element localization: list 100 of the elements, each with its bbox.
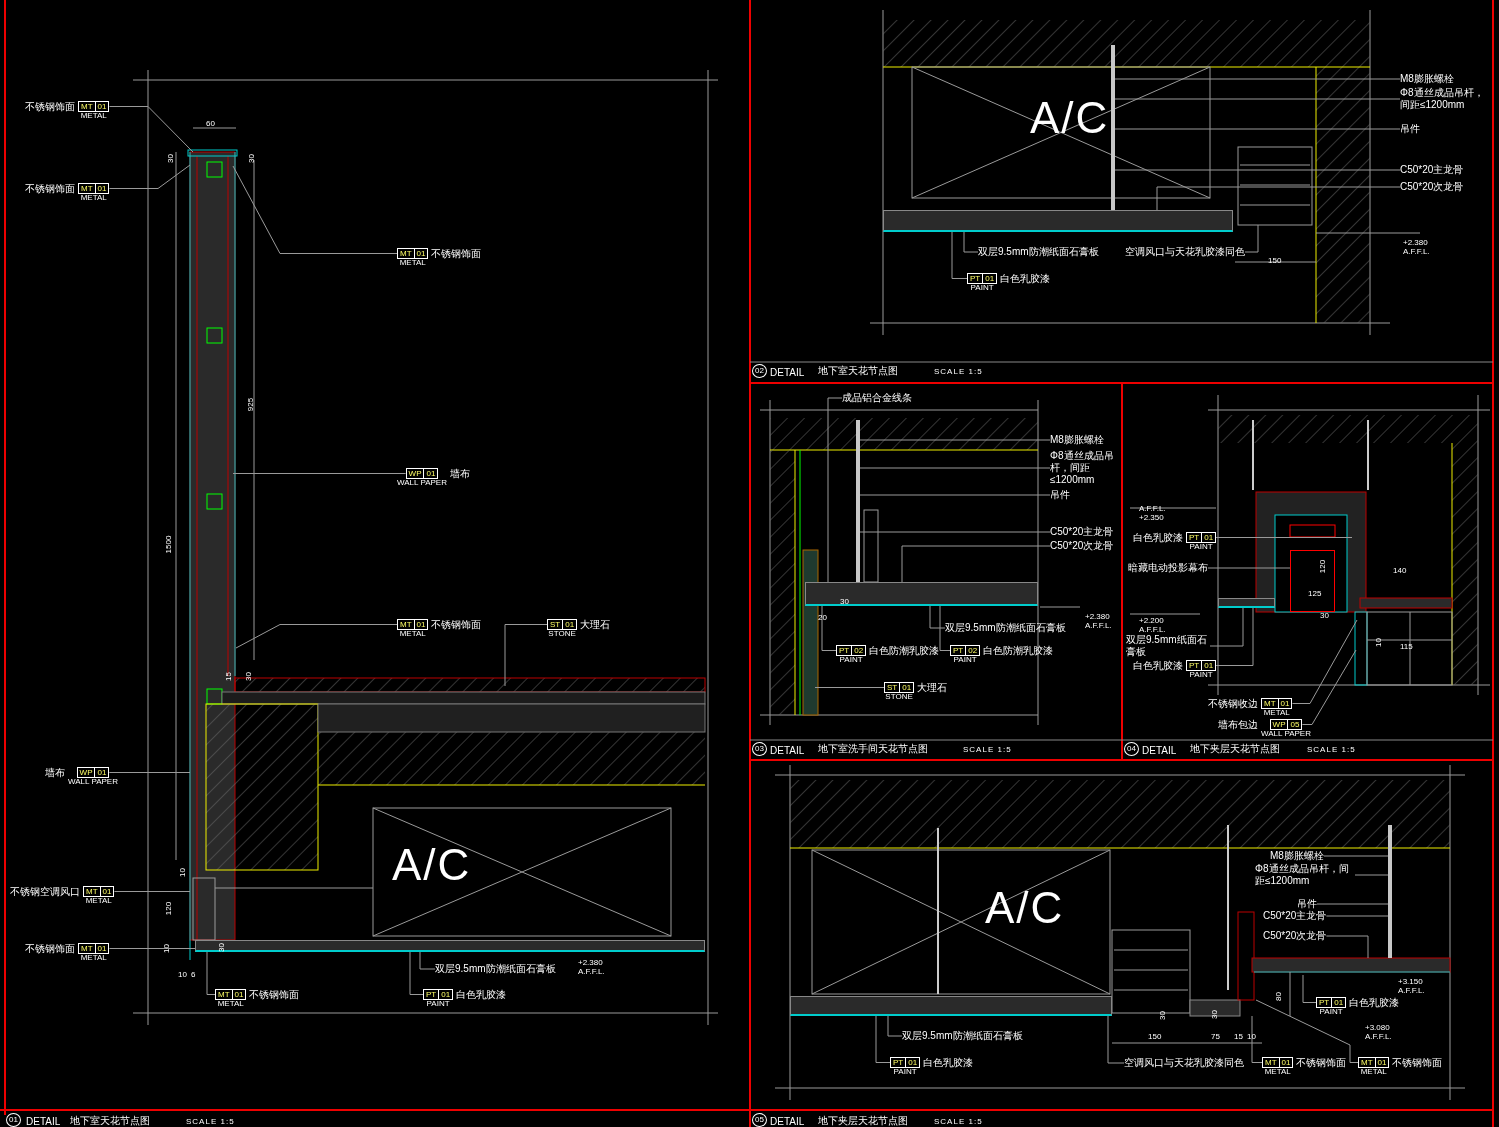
callout-text: Φ8通丝成品吊杆，间距≤1200mm: [1255, 863, 1355, 887]
material-number: 01: [1331, 998, 1346, 1007]
dimension-value: 30: [243, 672, 253, 681]
material-tag: [884, 682, 915, 693]
callout-text: C50*20次龙骨: [1400, 181, 1464, 193]
elevation-mark: A.F.F.L.: [1398, 986, 1425, 995]
material-number: 01: [94, 768, 109, 777]
material-name: PAINT: [426, 1000, 450, 1008]
leader-line: [929, 605, 946, 629]
leader-line: [409, 951, 424, 995]
material-number: 01: [1277, 699, 1292, 708]
material-name: METAL: [85, 897, 112, 905]
elevation-mark: A.F.F.L.: [1365, 1032, 1392, 1041]
leader-line: [232, 473, 407, 474]
material-code: MT: [217, 990, 231, 999]
dimension-value: 6: [191, 970, 196, 979]
material-note: 不锈钢饰面: [431, 619, 482, 630]
material-tag: [1269, 719, 1303, 730]
elevation-mark: A.F.F.L.: [1139, 625, 1166, 634]
hanger-rod: [856, 420, 860, 582]
material-code: PT: [1318, 998, 1331, 1007]
material-code: MT: [1264, 1058, 1278, 1067]
material-note: 白色乳胶漆: [923, 1057, 974, 1068]
material-number: 01: [231, 990, 246, 999]
callout-text: 空调风口与天花乳胶漆同色: [1124, 1057, 1244, 1069]
hanger-rod: [1111, 45, 1115, 210]
leader-line: [1255, 999, 1359, 1063]
leader-line: [1209, 607, 1244, 647]
material-tag: [397, 619, 429, 630]
equipment-label: A/C: [985, 885, 1065, 931]
material-code: PT: [969, 274, 982, 283]
material-code: MT: [80, 944, 94, 953]
callout-text: 吊件: [1050, 489, 1070, 501]
dimension-value: 125: [1308, 589, 1322, 598]
material-code: MT: [1360, 1058, 1374, 1067]
material-note: 白色乳胶漆: [456, 989, 507, 1000]
dimension-value: 20: [818, 613, 827, 622]
material-number: 01: [99, 887, 114, 896]
elevation-mark: A.F.F.L.: [1139, 504, 1166, 513]
material-number: 01: [413, 249, 428, 258]
callout-text: C50*20主龙骨: [1263, 910, 1327, 922]
material-number: 01: [94, 102, 109, 111]
material-note: 不锈钢空调风口: [10, 886, 80, 897]
leader-line: [951, 231, 968, 279]
material-number: 01: [1201, 661, 1216, 670]
leader-line: [206, 951, 216, 995]
material-name: PAINT: [953, 656, 977, 664]
material-name: WALL PAPER: [68, 778, 118, 786]
material-number: 01: [1278, 1058, 1293, 1067]
leader-line: [1302, 974, 1317, 1003]
elevation-mark: +3.080: [1365, 1023, 1390, 1032]
leader-line: [859, 494, 1051, 496]
leader-line: [827, 397, 843, 583]
material-code: PT: [1188, 661, 1201, 670]
callout-text: 暗藏电动投影幕布: [1128, 562, 1208, 574]
material-note: 大理石: [917, 682, 948, 693]
material-tag: [967, 273, 998, 284]
material-note: 不锈钢饰面: [25, 183, 75, 194]
dimension-value: 80: [1273, 992, 1283, 1001]
material-tag: [78, 183, 110, 194]
leader-line: [875, 1015, 891, 1063]
material-code: PT: [838, 646, 851, 655]
elevation-mark: +3.150: [1398, 977, 1423, 986]
dimension-value: 925: [246, 397, 256, 412]
material-number: 02: [851, 646, 866, 655]
leader-line: [1156, 186, 1401, 211]
leader-line: [235, 624, 398, 649]
material-code: MT: [399, 249, 413, 258]
material-code: PT: [425, 990, 438, 999]
equipment-label: A/C: [392, 842, 472, 888]
material-tag: [76, 767, 110, 778]
callout-text: 双层9.5mm防潮纸面石膏板: [978, 246, 1099, 258]
material-note: 白色乳胶漆: [1133, 660, 1183, 671]
leader-line: [1107, 1015, 1125, 1064]
elevation-mark: +2.350: [1139, 513, 1164, 522]
material-note: 不锈钢饰面: [249, 989, 300, 1000]
projection-screen-box: [1290, 550, 1335, 612]
material-tag: [1316, 997, 1347, 1008]
material-code: MT: [1263, 699, 1277, 708]
material-name: METAL: [1264, 1068, 1291, 1076]
material-number: 01: [562, 620, 577, 629]
material-number: 01: [905, 1058, 920, 1067]
leader-line: [821, 605, 837, 651]
dimension-value: 30: [246, 154, 256, 163]
material-note: 墙布包边: [1218, 719, 1258, 730]
leader-line: [1251, 1015, 1263, 1063]
material-name: METAL: [80, 112, 107, 120]
leader-line: [963, 231, 979, 253]
material-name: METAL: [1263, 709, 1290, 717]
callout-text: Φ8通丝成品吊杆，间距≤1200mm: [1400, 87, 1490, 111]
material-number: 01: [94, 944, 109, 953]
leader-line: [859, 531, 1051, 533]
callout-text: 双层9.5mm防潮纸面石膏板: [435, 963, 556, 975]
leader-line: [419, 951, 436, 970]
material-note: 白色防潮乳胶漆: [983, 645, 1054, 656]
material-code: PT: [1188, 533, 1201, 542]
callout-text: M8膨胀螺栓: [1400, 73, 1454, 85]
material-tag: [397, 248, 429, 259]
callout-text: C50*20次龙骨: [1050, 540, 1114, 552]
material-note: 不锈钢饰面: [1296, 1057, 1347, 1068]
